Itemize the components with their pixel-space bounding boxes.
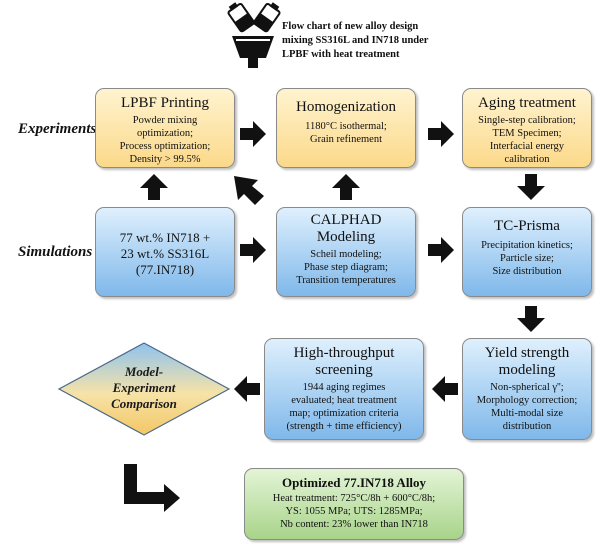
- arrow-yield-to-screening: [432, 376, 458, 402]
- lpbf-item: Density > 99.5%: [129, 154, 201, 165]
- calphad-item: Transition temperatures: [296, 275, 396, 286]
- aging-item: calibration: [504, 154, 550, 165]
- calphad-modeling-box: CALPHAD Modeling Scheil modeling; Phase …: [276, 207, 416, 297]
- optimized-item: Nb content: 23% lower than IN718: [280, 519, 428, 530]
- powder-mixer-icon: [227, 2, 281, 68]
- homogenization-item: 1180°C isothermal;: [305, 121, 387, 132]
- yield-title-line: Yield strength: [484, 345, 570, 361]
- homogenization-item: Grain refinement: [309, 134, 382, 145]
- screening-title-line: screening: [315, 362, 373, 378]
- tcprisma-item: Precipitation kinetics;: [481, 240, 573, 251]
- arrow-to-optimized-alloy: [124, 464, 180, 512]
- calphad-item: Phase step diagram;: [304, 262, 388, 273]
- yield-item: distribution: [502, 421, 552, 432]
- screening-title-line: High-throughput: [293, 345, 395, 361]
- calphad-item: Scheil modeling;: [310, 249, 382, 260]
- screening-title: High-throughput screening: [271, 345, 417, 379]
- composition-item: (77.IN718): [135, 262, 195, 277]
- row-label-simulations: Simulations: [18, 244, 93, 260]
- optimized-item: Heat treatment: 725°C/8h + 600°C/8h;: [272, 493, 436, 504]
- screening-item: (strength + time efficiency): [286, 421, 402, 432]
- arrow-composition-to-lpbf: [140, 174, 168, 200]
- comparison-label-line: Comparison: [111, 396, 177, 411]
- yield-title-line: modeling: [498, 362, 556, 378]
- tcprisma-item: Size distribution: [492, 266, 562, 277]
- arrow-tcprisma-to-yield: [517, 306, 545, 332]
- yield-item: Non-spherical γ'';: [490, 382, 564, 393]
- comparison-diamond: [57, 342, 231, 436]
- homogenization-box: Homogenization 1180°C isothermal; Grain …: [276, 88, 416, 168]
- screening-item: map; optimization criteria: [289, 408, 399, 419]
- optimized-alloy-box: Optimized 77.IN718 Alloy Heat treatment:…: [244, 468, 464, 540]
- screening-item: 1944 aging regimes: [302, 382, 386, 393]
- composition-item: 77 wt.% IN718 +: [119, 230, 211, 245]
- arrow-calphad-to-lpbf: [234, 176, 264, 205]
- comparison-label-line: Experiment: [112, 380, 176, 395]
- optimized-item: YS: 1055 MPa; UTS: 1285MPa;: [285, 506, 423, 517]
- chart-title: Flow chart of new alloy design mixing SS…: [282, 20, 512, 62]
- arrow-lpbf-to-homogenization: [240, 121, 266, 147]
- arrow-homogenization-to-aging: [428, 121, 454, 147]
- lpbf-item: Process optimization;: [119, 141, 211, 152]
- comparison-label-line: Model-: [124, 364, 164, 379]
- calphad-title-line: CALPHAD: [310, 212, 382, 228]
- homogenization-title: Homogenization: [296, 99, 396, 115]
- title-line-1: Flow chart of new alloy design: [282, 21, 419, 32]
- arrow-calphad-to-tcprisma: [428, 237, 454, 263]
- high-throughput-screening-box: High-throughput screening 1944 aging reg…: [264, 338, 424, 440]
- aging-title: Aging treatment: [478, 95, 576, 111]
- yield-item: Morphology correction;: [476, 395, 578, 406]
- composition-item: 23 wt.% SS316L: [120, 246, 210, 261]
- optimized-title: Optimized 77.IN718 Alloy: [281, 475, 427, 490]
- arrow-composition-to-calphad: [240, 237, 266, 263]
- lpbf-printing-box: LPBF Printing Powder mixing optimization…: [95, 88, 235, 168]
- screening-item: evaluated; heat treatment: [291, 395, 397, 406]
- aging-treatment-box: Aging treatment Single-step calibration;…: [462, 88, 592, 168]
- calphad-title: CALPHAD Modeling: [283, 212, 409, 246]
- arrow-screening-to-comparison: [234, 376, 260, 402]
- title-line-3: LPBF with heat treatment: [282, 49, 400, 60]
- comparison-label: Model- Experiment Comparison: [84, 364, 204, 412]
- title-line-2: mixing SS316L and IN718 under: [282, 35, 429, 46]
- yield-item: Multi-modal size: [490, 408, 564, 419]
- row-label-experiments: Experiments: [18, 121, 97, 137]
- yield-title: Yield strength modeling: [469, 345, 585, 379]
- arrow-calphad-to-homogenization: [332, 174, 360, 200]
- yield-strength-box: Yield strength modeling Non-spherical γ'…: [462, 338, 592, 440]
- flow-arrows: [124, 121, 545, 512]
- tcprisma-item: Particle size;: [500, 253, 554, 264]
- arrow-aging-to-tcprisma: [517, 174, 545, 200]
- lpbf-title: LPBF Printing: [121, 95, 209, 111]
- aging-item: Single-step calibration;: [478, 115, 576, 126]
- aging-item: TEM Specimen;: [492, 128, 562, 139]
- lpbf-item: optimization;: [137, 128, 193, 139]
- tc-prisma-box: TC-Prisma Precipitation kinetics; Partic…: [462, 207, 592, 297]
- composition-box: 77 wt.% IN718 + 23 wt.% SS316L (77.IN718…: [95, 207, 235, 297]
- calphad-title-line: Modeling: [316, 229, 376, 245]
- lpbf-item: Powder mixing: [132, 115, 198, 126]
- aging-item: Interfacial energy: [489, 141, 565, 152]
- tcprisma-title: TC-Prisma: [494, 218, 560, 234]
